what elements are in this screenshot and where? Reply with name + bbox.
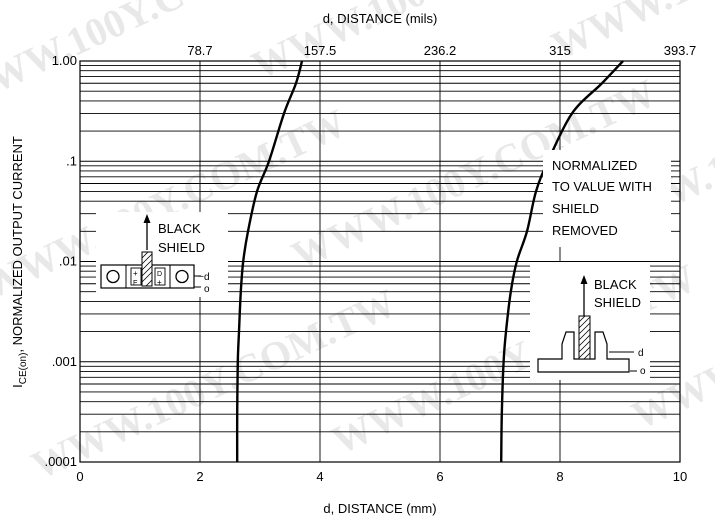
y-tick-label: .01 (59, 254, 77, 269)
curves (235, 60, 624, 463)
note-background (543, 150, 671, 247)
y-axis-label: ICE(on), NORMALIZED OUTPUT CURRENT (10, 136, 29, 388)
right-device-label-line1: BLACK (594, 277, 637, 292)
right-device-diagram: BLACK SHIELD d o (530, 262, 650, 380)
note-line-2: TO VALUE WITH (552, 179, 652, 194)
y-axis-label-main: I (10, 384, 25, 388)
plot-frame (79, 60, 681, 463)
top-tick-label: 157.5 (304, 43, 337, 58)
right-device-label-line2: SHIELD (594, 295, 641, 310)
y-axis-label-sub: CE(on) (18, 353, 29, 385)
x-tick-label: 2 (196, 469, 203, 484)
y-tick-label: .001 (52, 354, 77, 369)
left-device-plus-1: + (133, 269, 138, 278)
right-device-o-label: o (640, 366, 646, 377)
x-axis-label: d, DISTANCE (mm) (323, 501, 436, 516)
top-tick-label: 78.7 (187, 43, 212, 58)
tick-labels: 0 2 4 6 8 10 .0001 .001 .01 .1 1.00 78.7 157.5 236.2 3… (44, 43, 696, 484)
left-device-d-mark: D (157, 271, 162, 278)
note-line-3: SHIELD (552, 201, 599, 216)
x-tick-label: 8 (556, 469, 563, 484)
x-tick-label: 10 (673, 469, 687, 484)
left-device-diagram: BLACK SHIELD + E D + – d o (96, 212, 228, 297)
left-device-d-label: d (204, 272, 210, 283)
x-tick-label: 4 (316, 469, 323, 484)
arrow-up-icon (143, 214, 151, 223)
top-tick-label: 393.7 (664, 43, 697, 58)
top-axis-label: d, DISTANCE (mils) (323, 11, 438, 26)
note-line-1: NORMALIZED (552, 158, 637, 173)
left-device-o-label: o (204, 284, 210, 295)
x-tick-label: 0 (76, 469, 83, 484)
y-tick-label: .0001 (44, 454, 77, 469)
x-tick-label: 6 (436, 469, 443, 484)
y-tick-label: 1.00 (52, 53, 77, 68)
note-line-4: REMOVED (552, 223, 618, 238)
y-tick-label: .1 (66, 153, 77, 168)
right-device-d-label: d (638, 348, 644, 359)
y-axis-label-rest: , NORMALIZED OUTPUT CURRENT (10, 136, 25, 352)
left-device-label-line2: SHIELD (158, 240, 205, 255)
series-line-2 (500, 60, 624, 463)
series-line-1 (235, 60, 304, 463)
left-device-plus-2: + (157, 278, 162, 287)
top-tick-label: 236.2 (424, 43, 457, 58)
left-device-e-mark: E (133, 280, 138, 287)
top-tick-label: 315 (549, 43, 571, 58)
arrow-up-icon (580, 275, 588, 284)
left-device-label-line1: BLACK (158, 221, 201, 236)
left-device-minus-d: – (198, 271, 204, 282)
